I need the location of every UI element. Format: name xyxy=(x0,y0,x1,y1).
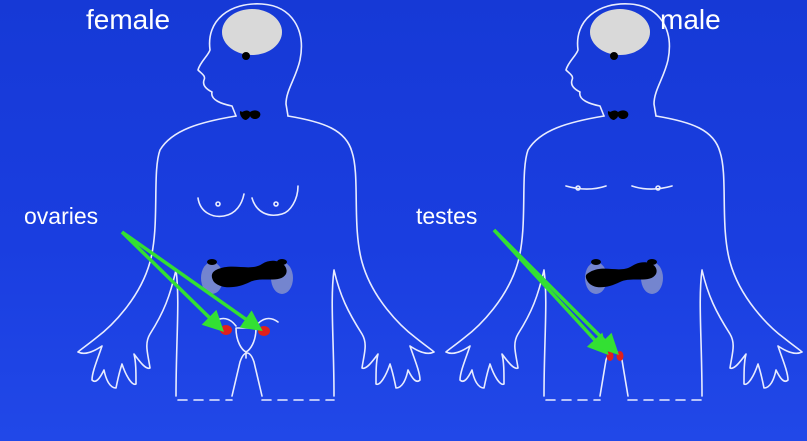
male-nipple-right xyxy=(655,185,661,191)
ovary-icon xyxy=(258,326,270,336)
male-body-outline xyxy=(445,115,803,397)
brain-icon xyxy=(222,9,282,55)
male-head-outline xyxy=(565,3,671,117)
testes-label: testes xyxy=(416,203,478,229)
thyroid-icon xyxy=(239,110,261,120)
male-figure xyxy=(445,3,803,401)
female-head-outline xyxy=(197,3,303,117)
ovaries-arrows xyxy=(120,230,263,332)
female-chest-outline xyxy=(197,185,299,218)
female-nipple-left xyxy=(215,201,221,207)
adrenal-icon xyxy=(277,259,287,265)
ovary-icon xyxy=(220,325,232,335)
adrenal-icon xyxy=(647,259,657,265)
arrow-to-right-ovary xyxy=(120,230,263,332)
pituitary-icon xyxy=(610,52,618,60)
arrow-to-right-testis xyxy=(492,228,619,355)
thyroid-icon xyxy=(607,110,629,120)
female-nipple-right xyxy=(273,201,279,207)
adrenal-icon xyxy=(207,259,217,265)
female-title: female xyxy=(86,4,171,35)
testis-icon xyxy=(616,351,624,361)
brain-icon xyxy=(590,9,650,55)
female-body-outline xyxy=(77,115,435,397)
female-uterus xyxy=(235,327,257,359)
pancreas-icon xyxy=(585,262,657,288)
arrow-to-left-ovary xyxy=(120,230,225,332)
ovaries-label: ovaries xyxy=(24,203,99,229)
female-legs-outline xyxy=(231,352,263,397)
adrenal-icon xyxy=(591,259,601,265)
male-chest-outline xyxy=(565,185,673,190)
pituitary-icon xyxy=(242,52,250,60)
male-title: male xyxy=(660,4,721,35)
pancreas-icon xyxy=(211,260,287,288)
testes-arrows xyxy=(492,228,619,356)
testis-icon xyxy=(606,351,614,361)
female-figure xyxy=(77,3,435,401)
male-nipple-left xyxy=(575,185,581,191)
male-legs-outline xyxy=(599,350,629,397)
